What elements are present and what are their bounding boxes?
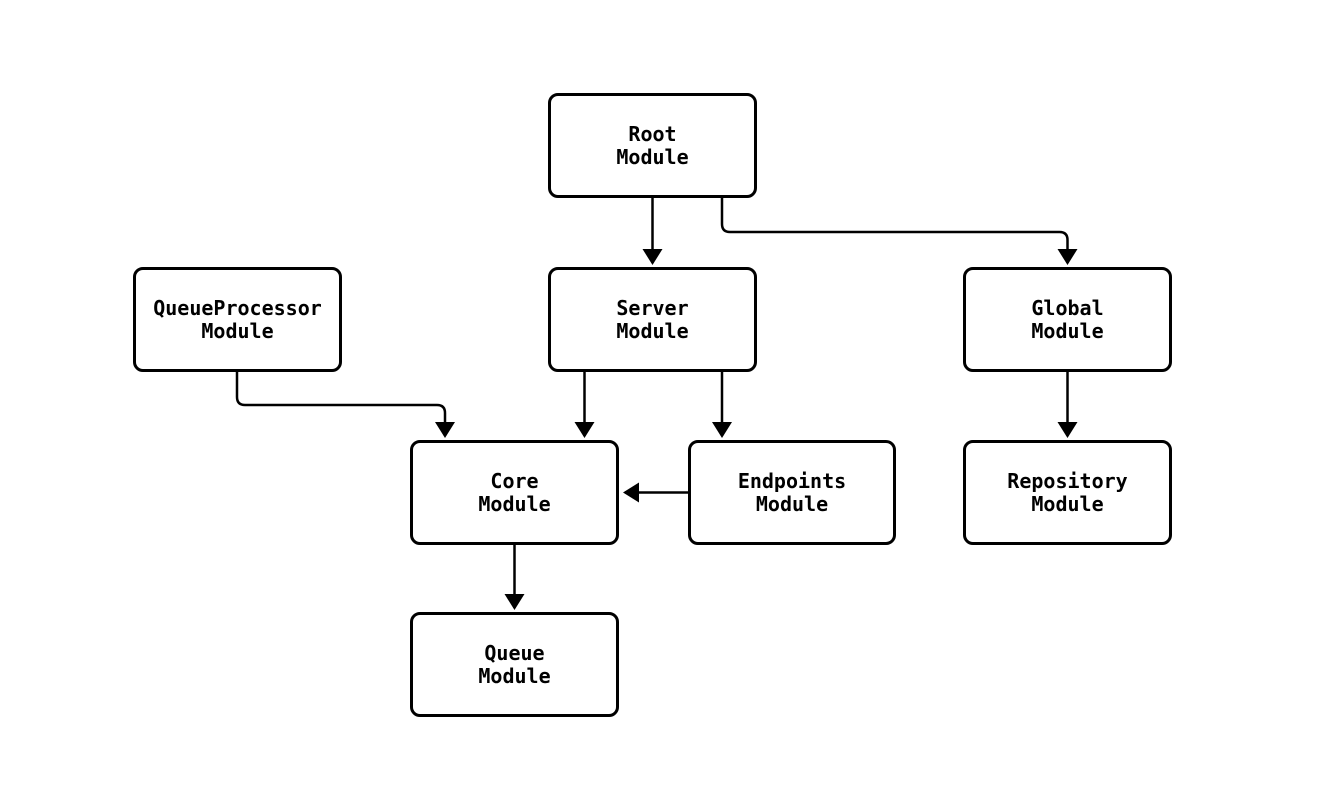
node-server-module: Server Module	[548, 267, 757, 372]
node-label-line1: Root	[628, 121, 677, 146]
node-label-line2: Module	[755, 491, 829, 516]
node-label-line1: Server	[616, 295, 689, 320]
node-label-line2: Module	[616, 318, 689, 343]
node-root-module: Root Module	[548, 93, 757, 198]
node-label-line1: Endpoints	[737, 468, 847, 493]
node-label-line1: Queue	[484, 640, 545, 665]
node-label-line1: Global	[1031, 295, 1104, 320]
node-label-line1: Repository	[1007, 468, 1128, 493]
node-label-line2: Module	[1031, 318, 1104, 343]
node-label-line2: Module	[201, 318, 274, 343]
node-endpoints-module: Endpoints Module	[688, 440, 896, 545]
node-repository-module: Repository Module	[963, 440, 1172, 545]
node-label-line2: Module	[478, 491, 551, 516]
node-label-line1: Core	[490, 468, 539, 493]
node-label-line2: Module	[478, 663, 551, 688]
node-core-module: Core Module	[410, 440, 619, 545]
node-global-module: Global Module	[963, 267, 1172, 372]
node-label-line2: Module	[616, 144, 689, 169]
node-label-line2: Module	[1031, 491, 1104, 516]
edge-queueprocessor-to-core	[235, 371, 455, 438]
edge-root-to-global	[720, 198, 1078, 265]
node-label-line1: QueueProcessor	[153, 295, 322, 320]
node-queue-module: Queue Module	[410, 612, 619, 717]
node-queueprocessor-module: QueueProcessor Module	[133, 267, 342, 372]
